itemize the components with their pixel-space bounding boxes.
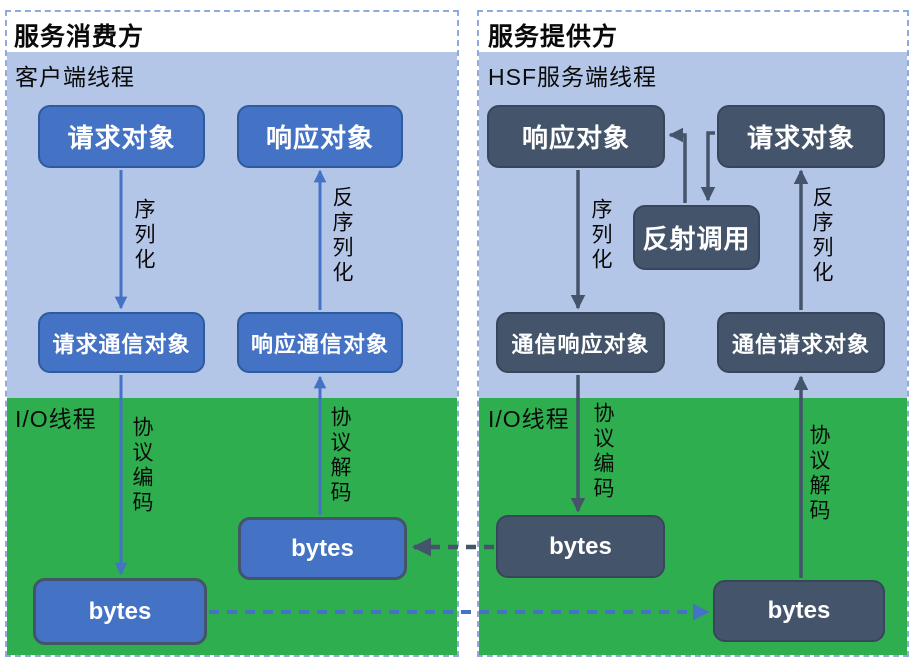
- provider-serialize-label: 序列化: [589, 198, 612, 273]
- provider-comm-request-object-box: 通信请求对象: [717, 312, 885, 373]
- consumer-response-bytes-box: bytes: [238, 517, 407, 580]
- provider-request-object-box: 请求对象: [717, 105, 885, 168]
- consumer-client-thread-label: 客户端线程: [15, 64, 135, 90]
- consumer-request-bytes-box: bytes: [33, 578, 207, 645]
- provider-protocol-encode-label: 协议编码: [591, 402, 614, 502]
- provider-request-bytes-box: bytes: [713, 580, 885, 642]
- provider-comm-response-object-box: 通信响应对象: [496, 312, 665, 373]
- provider-deserialize-label: 反序列化: [810, 186, 833, 286]
- provider-io-thread-label: I/O线程: [488, 406, 570, 432]
- consumer-io-thread-label: I/O线程: [15, 406, 97, 432]
- consumer-protocol-decode-label: 协议解码: [328, 406, 351, 506]
- consumer-response-object-box: 响应对象: [237, 105, 403, 168]
- consumer-deserialize-label: 反序列化: [330, 186, 353, 286]
- provider-server-thread-label: HSF服务端线程: [488, 64, 657, 90]
- consumer-request-comm-object-box: 请求通信对象: [38, 312, 205, 373]
- consumer-panel-title: 服务消费方: [14, 23, 145, 51]
- consumer-protocol-encode-label: 协议编码: [130, 416, 153, 516]
- consumer-response-comm-object-box: 响应通信对象: [237, 312, 403, 373]
- consumer-request-object-box: 请求对象: [38, 105, 205, 168]
- provider-reflection-call-box: 反射调用: [633, 205, 760, 270]
- provider-response-object-box: 响应对象: [487, 105, 665, 168]
- provider-panel-title: 服务提供方: [488, 23, 619, 51]
- provider-response-bytes-box: bytes: [496, 515, 665, 578]
- consumer-serialize-label: 序列化: [132, 198, 155, 273]
- provider-protocol-decode-label: 协议解码: [807, 424, 830, 524]
